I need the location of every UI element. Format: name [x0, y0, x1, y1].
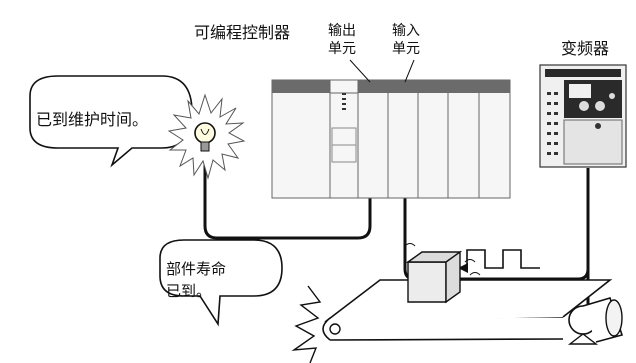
speech-bubble-part-life: [159, 239, 283, 327]
input-unit-label: 输入 单元: [392, 23, 420, 57]
lamp-base: [200, 141, 210, 152]
lamp: [167, 93, 246, 180]
plc-label: 可编程控制器: [194, 23, 291, 42]
output-unit-label: 输出 单元: [328, 23, 356, 57]
inverter: [539, 64, 627, 168]
power-module: [271, 79, 331, 199]
inverter-label: 变频器: [561, 39, 610, 58]
crash-burst: [291, 285, 322, 363]
part-life-bubble-text: 部件寿命 已到。: [166, 260, 227, 300]
plc-rack: [271, 79, 511, 199]
pulse-signal: [458, 249, 540, 273]
lamp-bulb: [194, 122, 216, 144]
conveyor: [322, 243, 613, 341]
motor: [567, 297, 624, 345]
maintenance-bubble-text: 已到维护时间。: [36, 110, 149, 129]
box: [407, 261, 447, 303]
output-wire-to-lamp: [203, 152, 372, 240]
unit-leaders: [349, 59, 415, 83]
